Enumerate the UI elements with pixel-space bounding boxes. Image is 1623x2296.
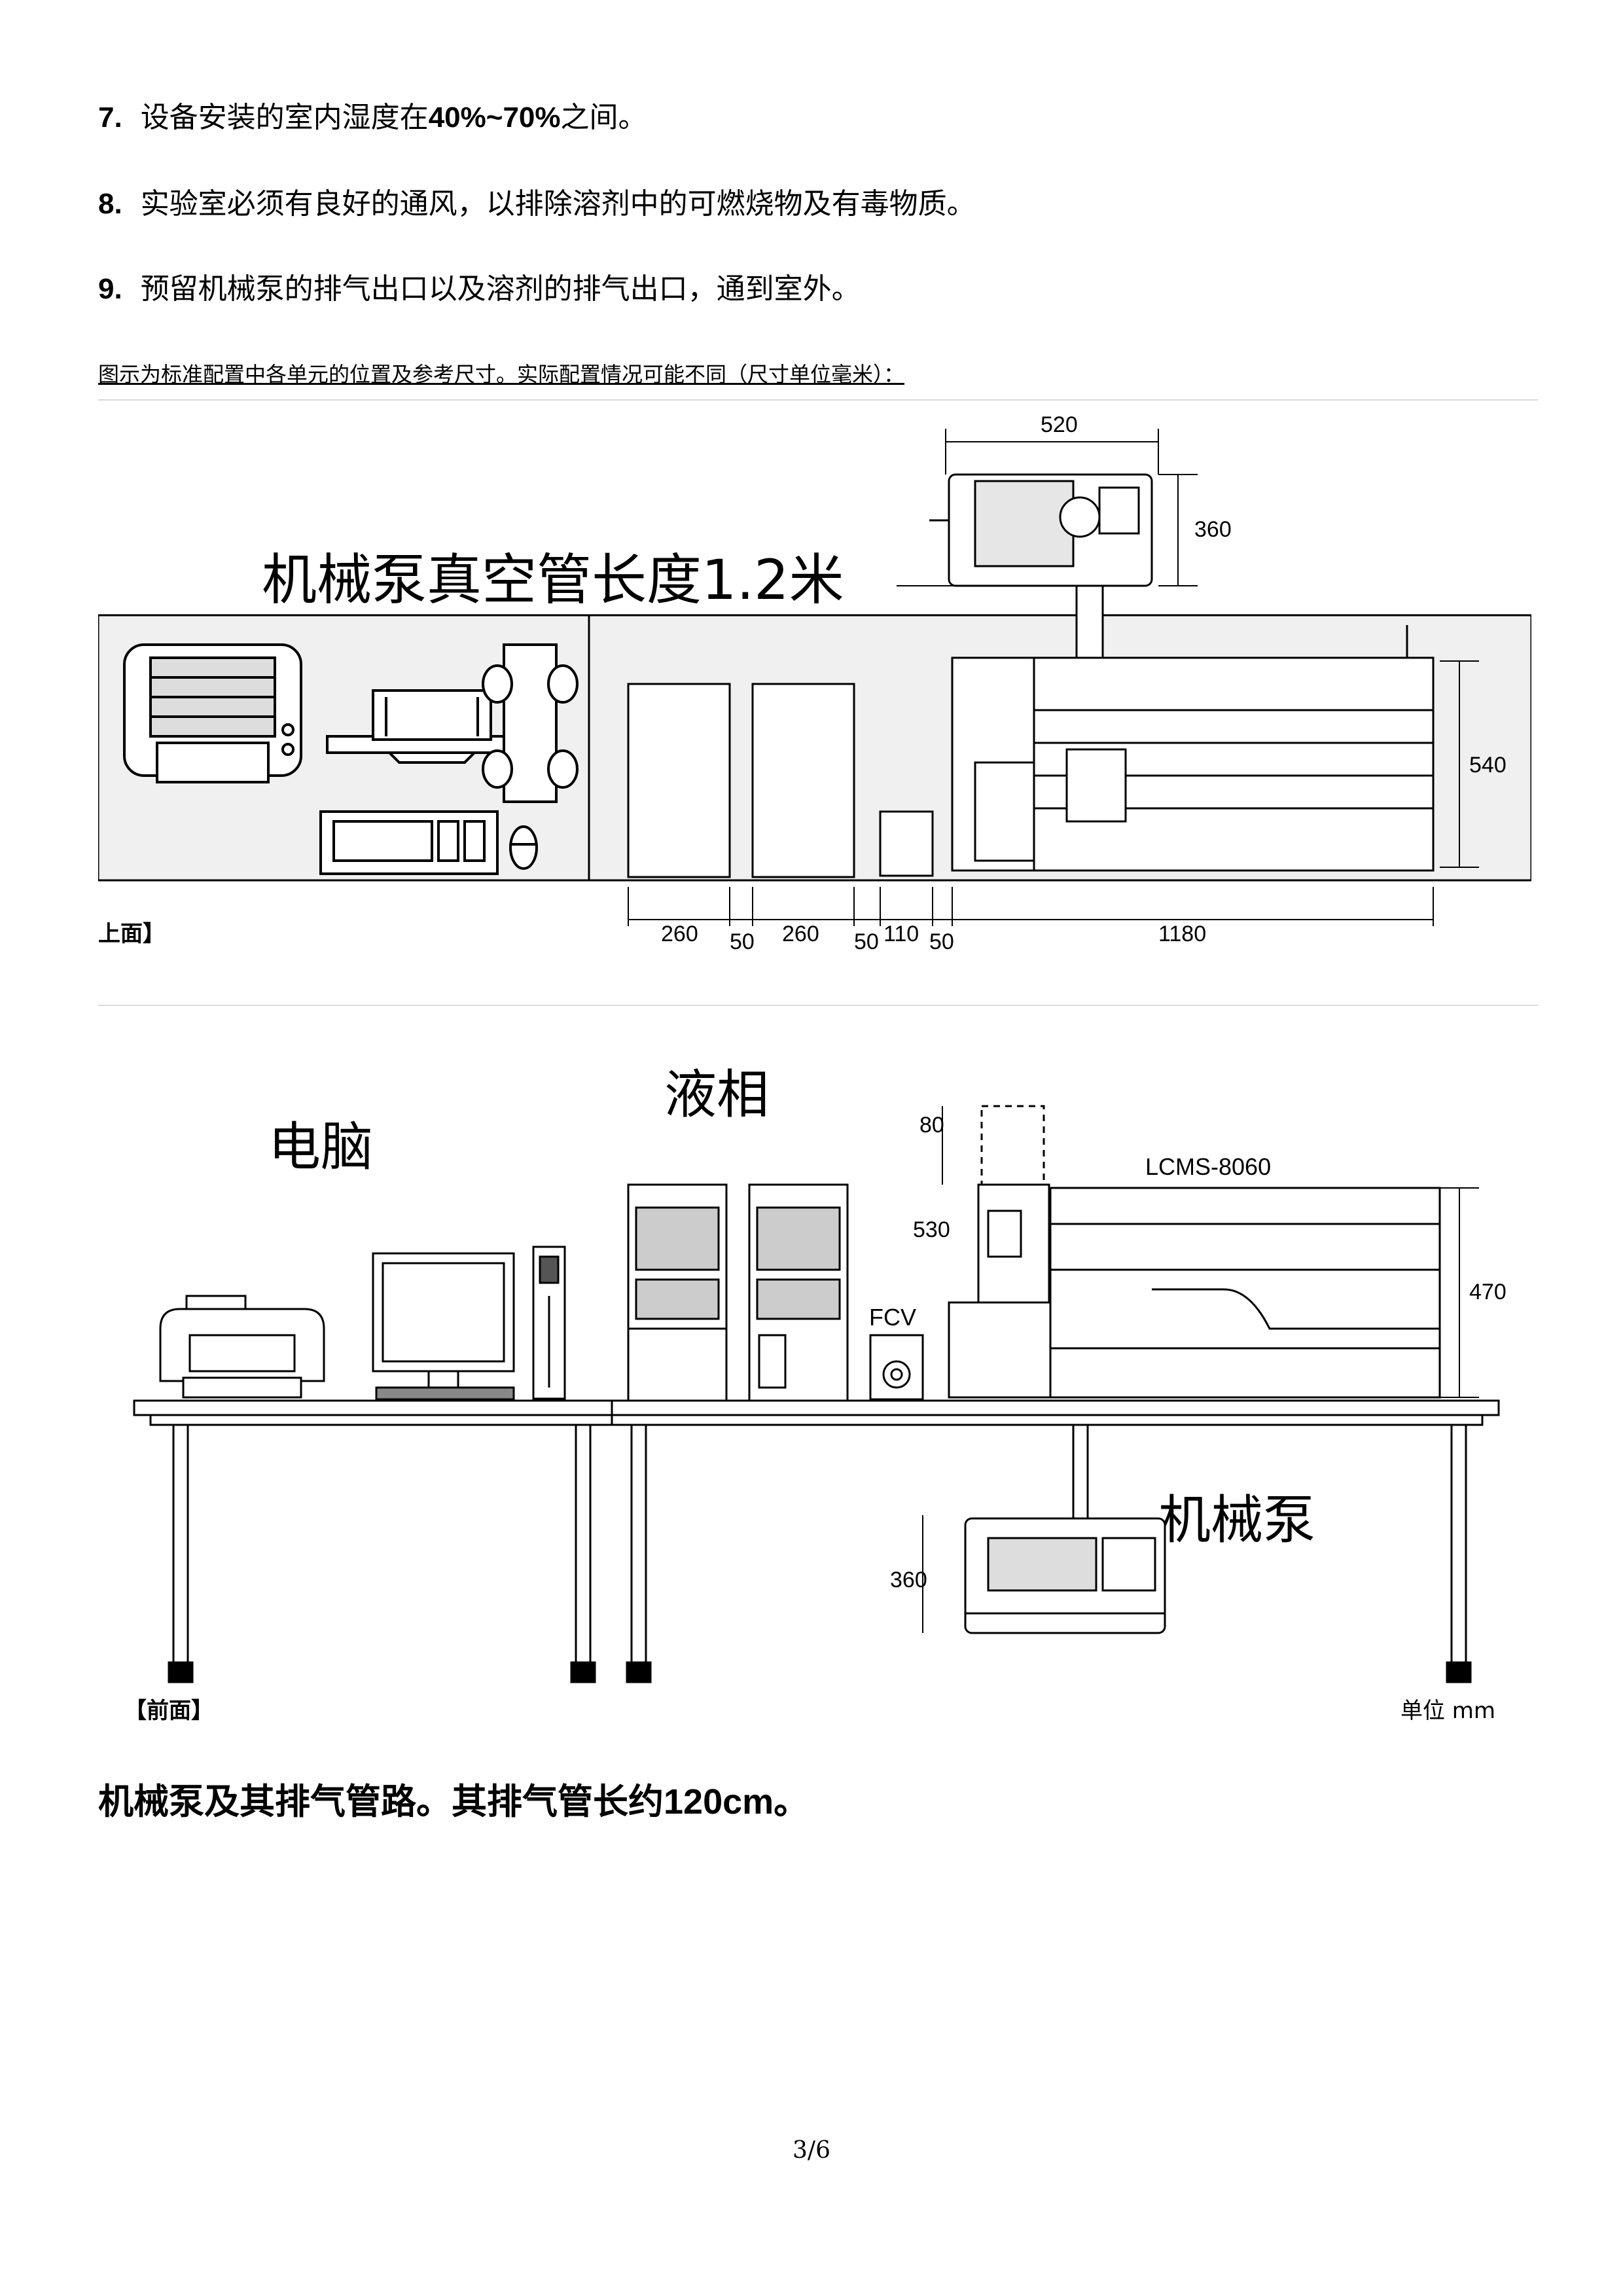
computer-label: 电脑 xyxy=(268,1117,373,1177)
top-view-figure: 机械泵真空管长度1.2米 xyxy=(98,403,1531,965)
divider xyxy=(98,399,1538,401)
figure-caption: 图示为标准配置中各单元的位置及参考尺寸。实际配置情况可能不同（尺寸单位毫米）： xyxy=(98,362,905,387)
mouse-icon xyxy=(509,825,538,870)
lc-stack-2 xyxy=(748,1183,849,1402)
printer-icon xyxy=(159,1295,325,1399)
vacuum-pump-icon xyxy=(929,473,1153,587)
vacuum-pump-icon xyxy=(964,1517,1166,1634)
lcms-model: LCMS-8060 xyxy=(1145,1153,1271,1180)
fcv-unit xyxy=(879,810,934,877)
dim-ms-height: 470 xyxy=(1469,1280,1507,1304)
keyboard-icon xyxy=(319,810,499,875)
summary-length: 120cm xyxy=(664,1782,774,1821)
printer-icon xyxy=(123,643,302,783)
summary-pre: 机械泵及其排气管路。其排气管长约 xyxy=(98,1781,664,1822)
dim-ms-front: 530 xyxy=(913,1217,950,1242)
monitor-icon xyxy=(372,1252,515,1401)
list-number: 9. xyxy=(98,273,122,305)
list-number: 8. xyxy=(98,188,122,220)
bench-front xyxy=(133,1399,1500,1683)
list-text: 预留机械泵的排气出口以及溶剂的排气出口，通到室外。 xyxy=(140,272,861,306)
lc-stack-2 xyxy=(751,683,855,878)
pump-label: 机械泵 xyxy=(1158,1490,1315,1551)
list-item-7: 7. 设备安装的室内湿度在40%~70%之间。 xyxy=(98,98,647,137)
lc-stack-1 xyxy=(627,683,731,878)
dim-gap3: 50 xyxy=(929,929,954,954)
lc-stack-1 xyxy=(627,1183,728,1402)
pc-tower-icon xyxy=(482,643,579,803)
unit-note: 单位 mm xyxy=(1400,1698,1495,1724)
humidity-range: 40%~70% xyxy=(428,101,561,134)
dim-lc2: 260 xyxy=(782,922,819,946)
dim-lc1: 260 xyxy=(661,922,698,946)
front-view-figure: 电脑 液相 机械泵 xyxy=(98,1021,1531,1741)
summary-text: 机械泵及其排气管路。其排气管长约120cm。 xyxy=(98,1779,809,1825)
top-view-label: 上面】 xyxy=(98,921,165,947)
fcv-unit xyxy=(869,1334,924,1401)
list-number: 7. xyxy=(98,101,122,134)
dim-pump-height: 360 xyxy=(890,1568,927,1592)
lc-label: 液相 xyxy=(664,1064,769,1125)
page-number: 3/6 xyxy=(793,2137,830,2164)
list-text-tail: 之间。 xyxy=(560,101,647,134)
dim-ms-depth: 540 xyxy=(1469,753,1507,778)
dim-gap2: 50 xyxy=(854,929,879,954)
list-text: 设备安装的室内湿度在 xyxy=(140,101,429,134)
list-text: 实验室必须有良好的通风，以排除溶剂中的可燃烧物及有毒物质。 xyxy=(140,187,976,221)
list-item-9: 9. 预留机械泵的排气出口以及溶剂的排气出口，通到室外。 xyxy=(98,270,861,309)
summary-post: 。 xyxy=(774,1781,810,1822)
fcv-label: FCV xyxy=(869,1304,916,1331)
dim-ms-width: 1180 xyxy=(1158,922,1206,946)
dim-fcv: 110 xyxy=(883,922,919,946)
monitor-icon xyxy=(326,689,538,764)
front-view-label: 【前面】 xyxy=(124,1698,213,1724)
pc-tower-icon xyxy=(532,1246,566,1400)
lcms-front-icon xyxy=(948,1105,1441,1399)
dim-pump-width: 520 xyxy=(1041,412,1078,437)
divider xyxy=(98,1005,1538,1006)
dim-top-clear: 80 xyxy=(919,1113,944,1138)
list-item-8: 8. 实验室必须有良好的通风，以排除溶剂中的可燃烧物及有毒物质。 xyxy=(98,185,976,224)
lcms-top-icon xyxy=(951,625,1435,872)
top-view-title: 机械泵真空管长度1.2米 xyxy=(262,548,844,612)
dim-pump-depth: 360 xyxy=(1194,517,1232,542)
dim-gap1: 50 xyxy=(730,929,755,954)
